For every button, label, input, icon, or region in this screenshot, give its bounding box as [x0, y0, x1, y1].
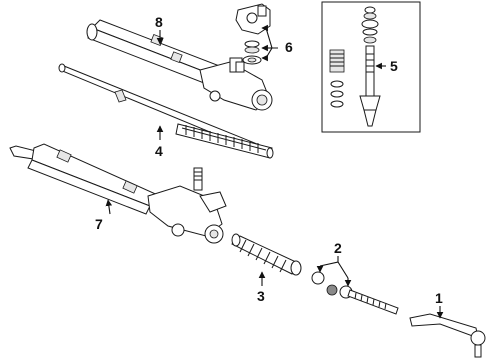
callout-2: 2	[334, 240, 342, 256]
leader-lines	[105, 24, 444, 319]
callout-1: 1	[435, 290, 443, 306]
steering-gear-assembly	[9, 143, 227, 244]
pinion-valve-assembly	[321, 1, 421, 133]
inner-tie-rod	[311, 271, 399, 315]
callout-6: 6	[285, 39, 293, 55]
tie-rod-end	[409, 313, 486, 358]
steering-rack	[58, 63, 274, 159]
callout-5: 5	[390, 58, 398, 74]
callout-8: 8	[155, 14, 163, 30]
steering-boot	[231, 233, 302, 276]
gear-housing-upper	[86, 19, 273, 111]
callout-4: 4	[155, 143, 163, 159]
callout-7: 7	[95, 216, 103, 232]
valve-body-seals	[235, 3, 271, 65]
callout-3: 3	[257, 288, 265, 304]
